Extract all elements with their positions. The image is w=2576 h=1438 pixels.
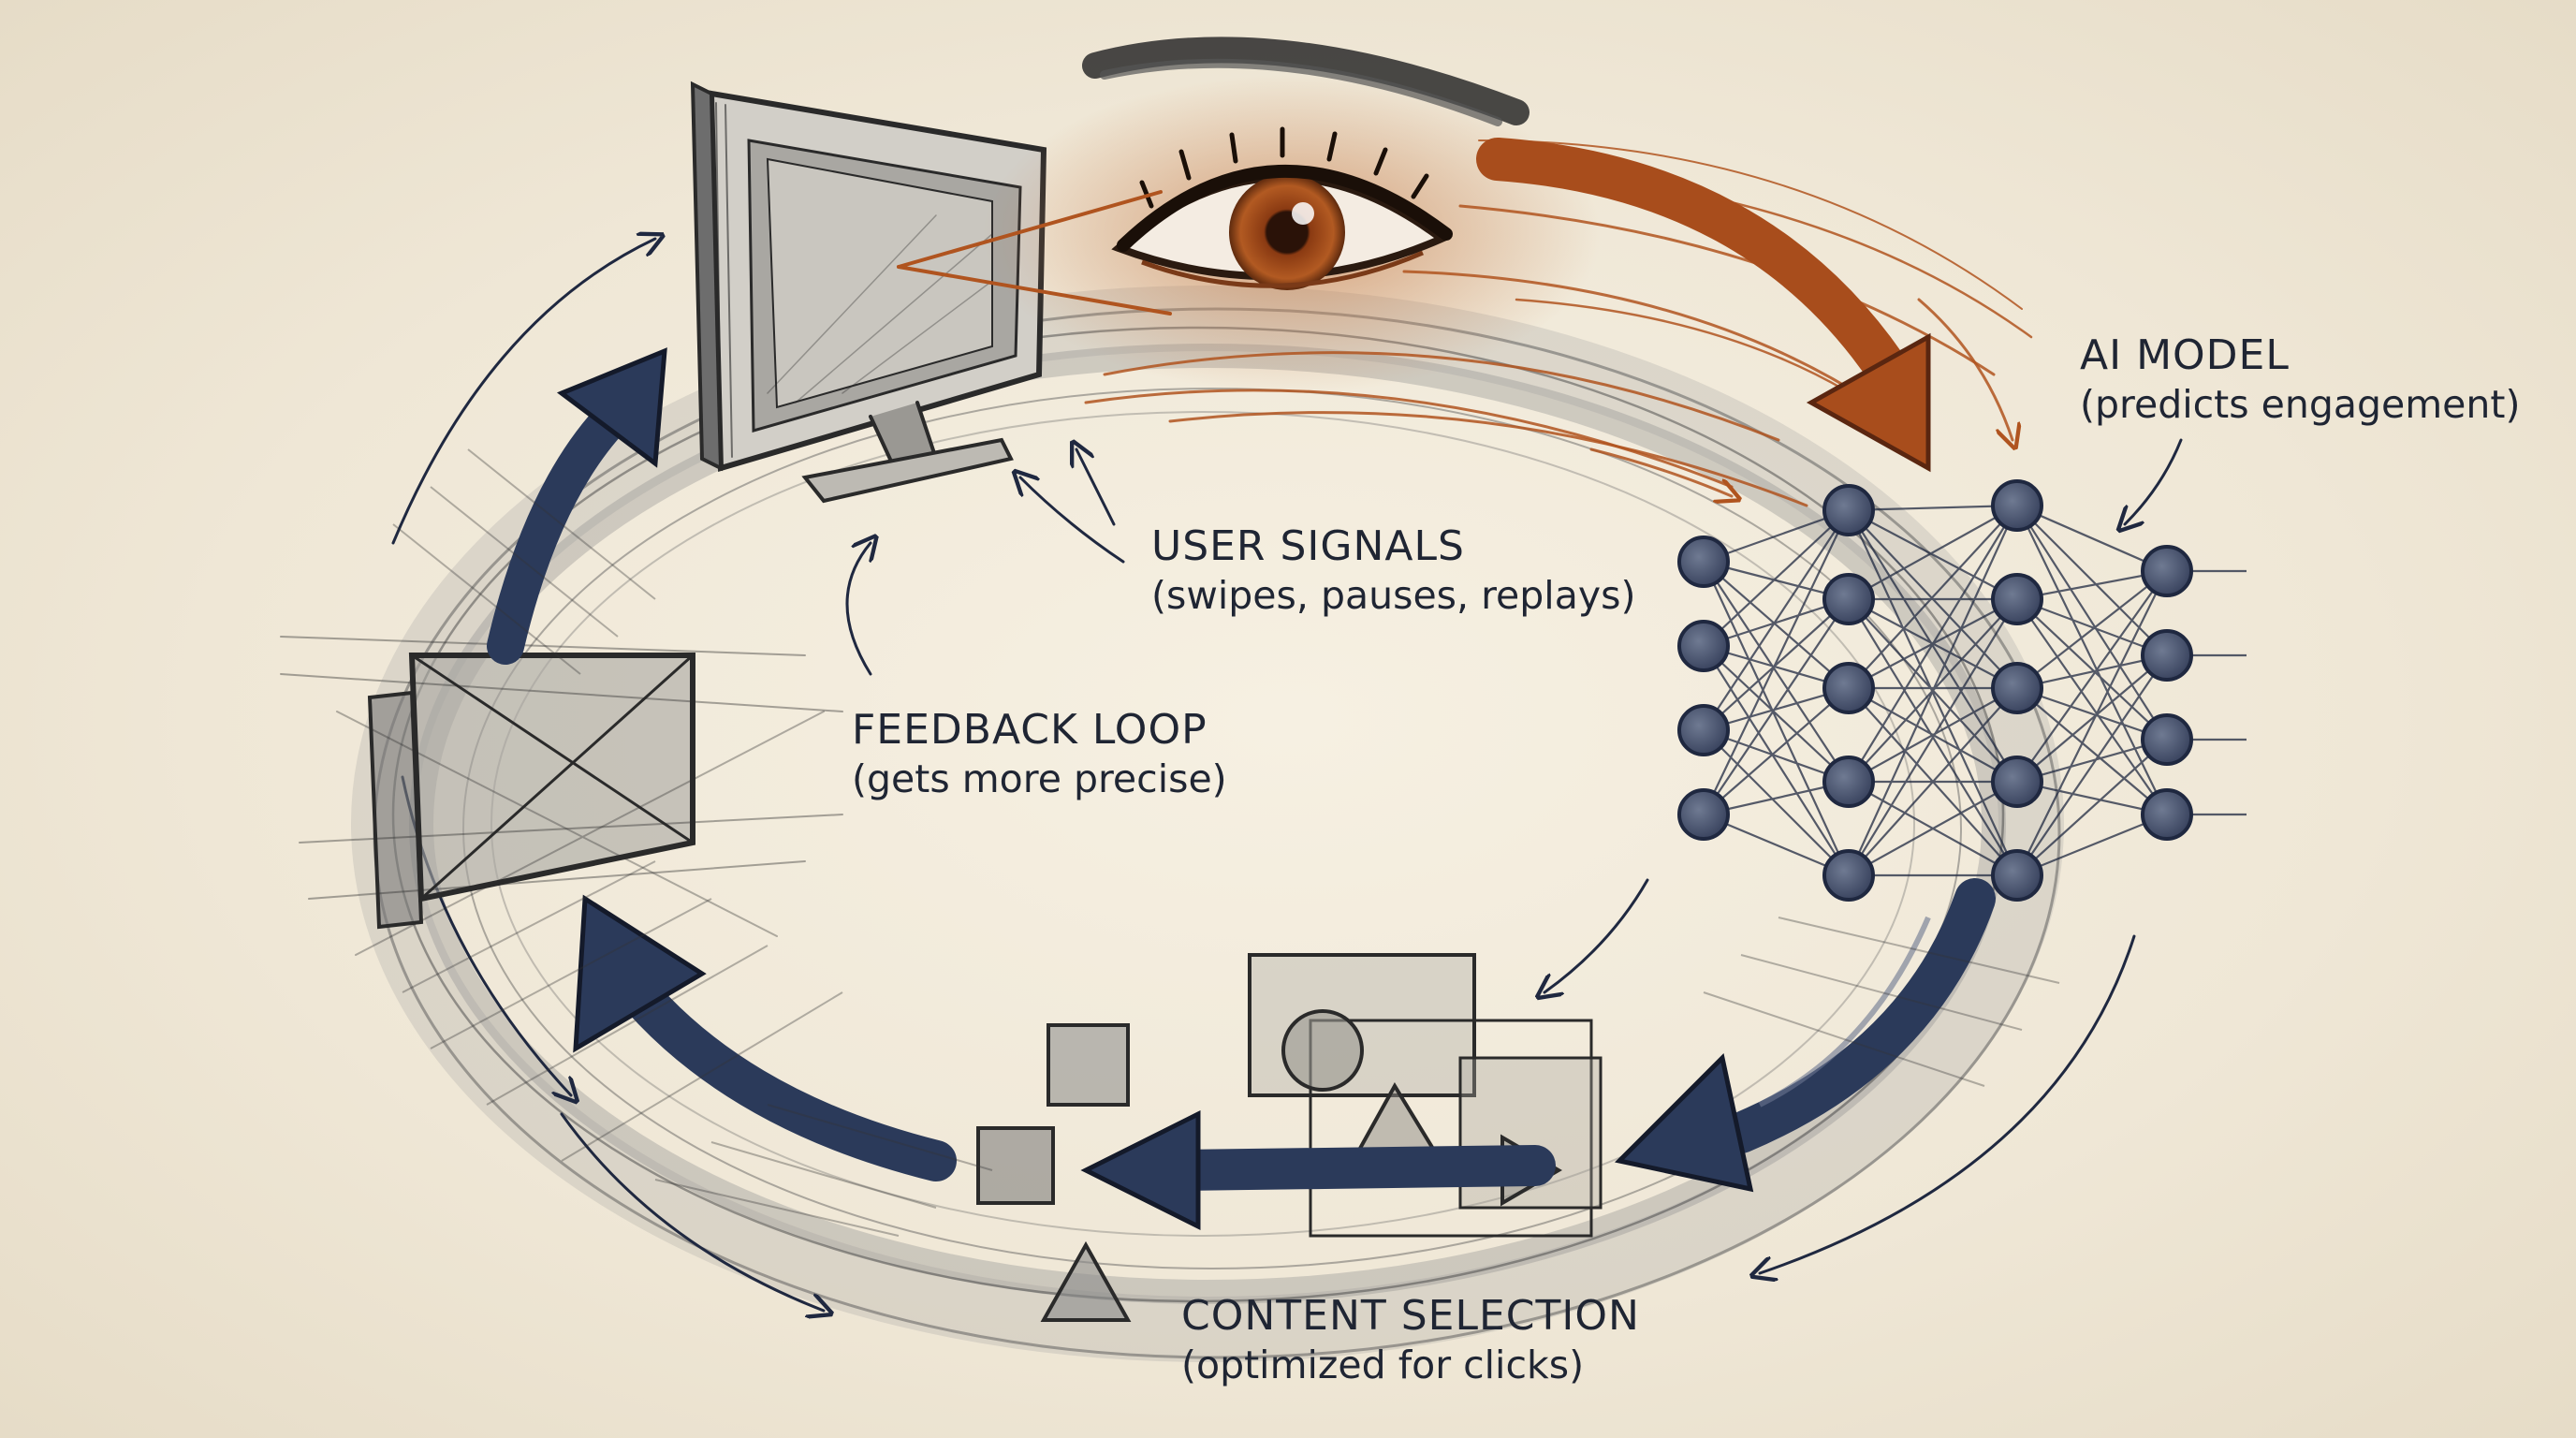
prediction-arrow: [1614, 878, 1996, 1193]
neural-network-icon: [1677, 479, 2247, 902]
user-signals-title: USER SIGNALS: [1151, 522, 1465, 570]
ai-model-title: AI MODEL: [2080, 331, 2290, 379]
feedback-loop-title: FEEDBACK LOOP: [852, 706, 1208, 754]
feed-card-icon: [280, 636, 843, 956]
return-arrow-upper: [487, 347, 667, 665]
ai-model-subtitle: (predicts engagement): [2080, 382, 2521, 427]
content-selection-title: CONTENT SELECTION: [1181, 1292, 1640, 1340]
return-arrow-lower: [573, 894, 957, 1181]
content-selection-label: CONTENT SELECTION (optimized for clicks): [1181, 1290, 1640, 1389]
feedback-loop-subtitle: (gets more precise): [852, 756, 1227, 801]
gaze-lines: [897, 190, 1172, 315]
sketch-hatching: [392, 448, 2060, 1237]
user-signals-subtitle: (swipes, pauses, replays): [1151, 573, 1636, 618]
ai-model-label: AI MODEL (predicts engagement): [2080, 330, 2520, 429]
content-selection-subtitle: (optimized for clicks): [1181, 1343, 1585, 1387]
monitor-icon: [690, 81, 1047, 504]
feedback-loop-label: FEEDBACK LOOP (gets more precise): [852, 704, 1227, 803]
selection-arrow: [1080, 1109, 1556, 1231]
signal-arrow: [1476, 138, 1931, 473]
eye-icon: [983, 37, 1601, 393]
user-signals-label: USER SIGNALS (swipes, pauses, replays): [1151, 521, 1635, 620]
